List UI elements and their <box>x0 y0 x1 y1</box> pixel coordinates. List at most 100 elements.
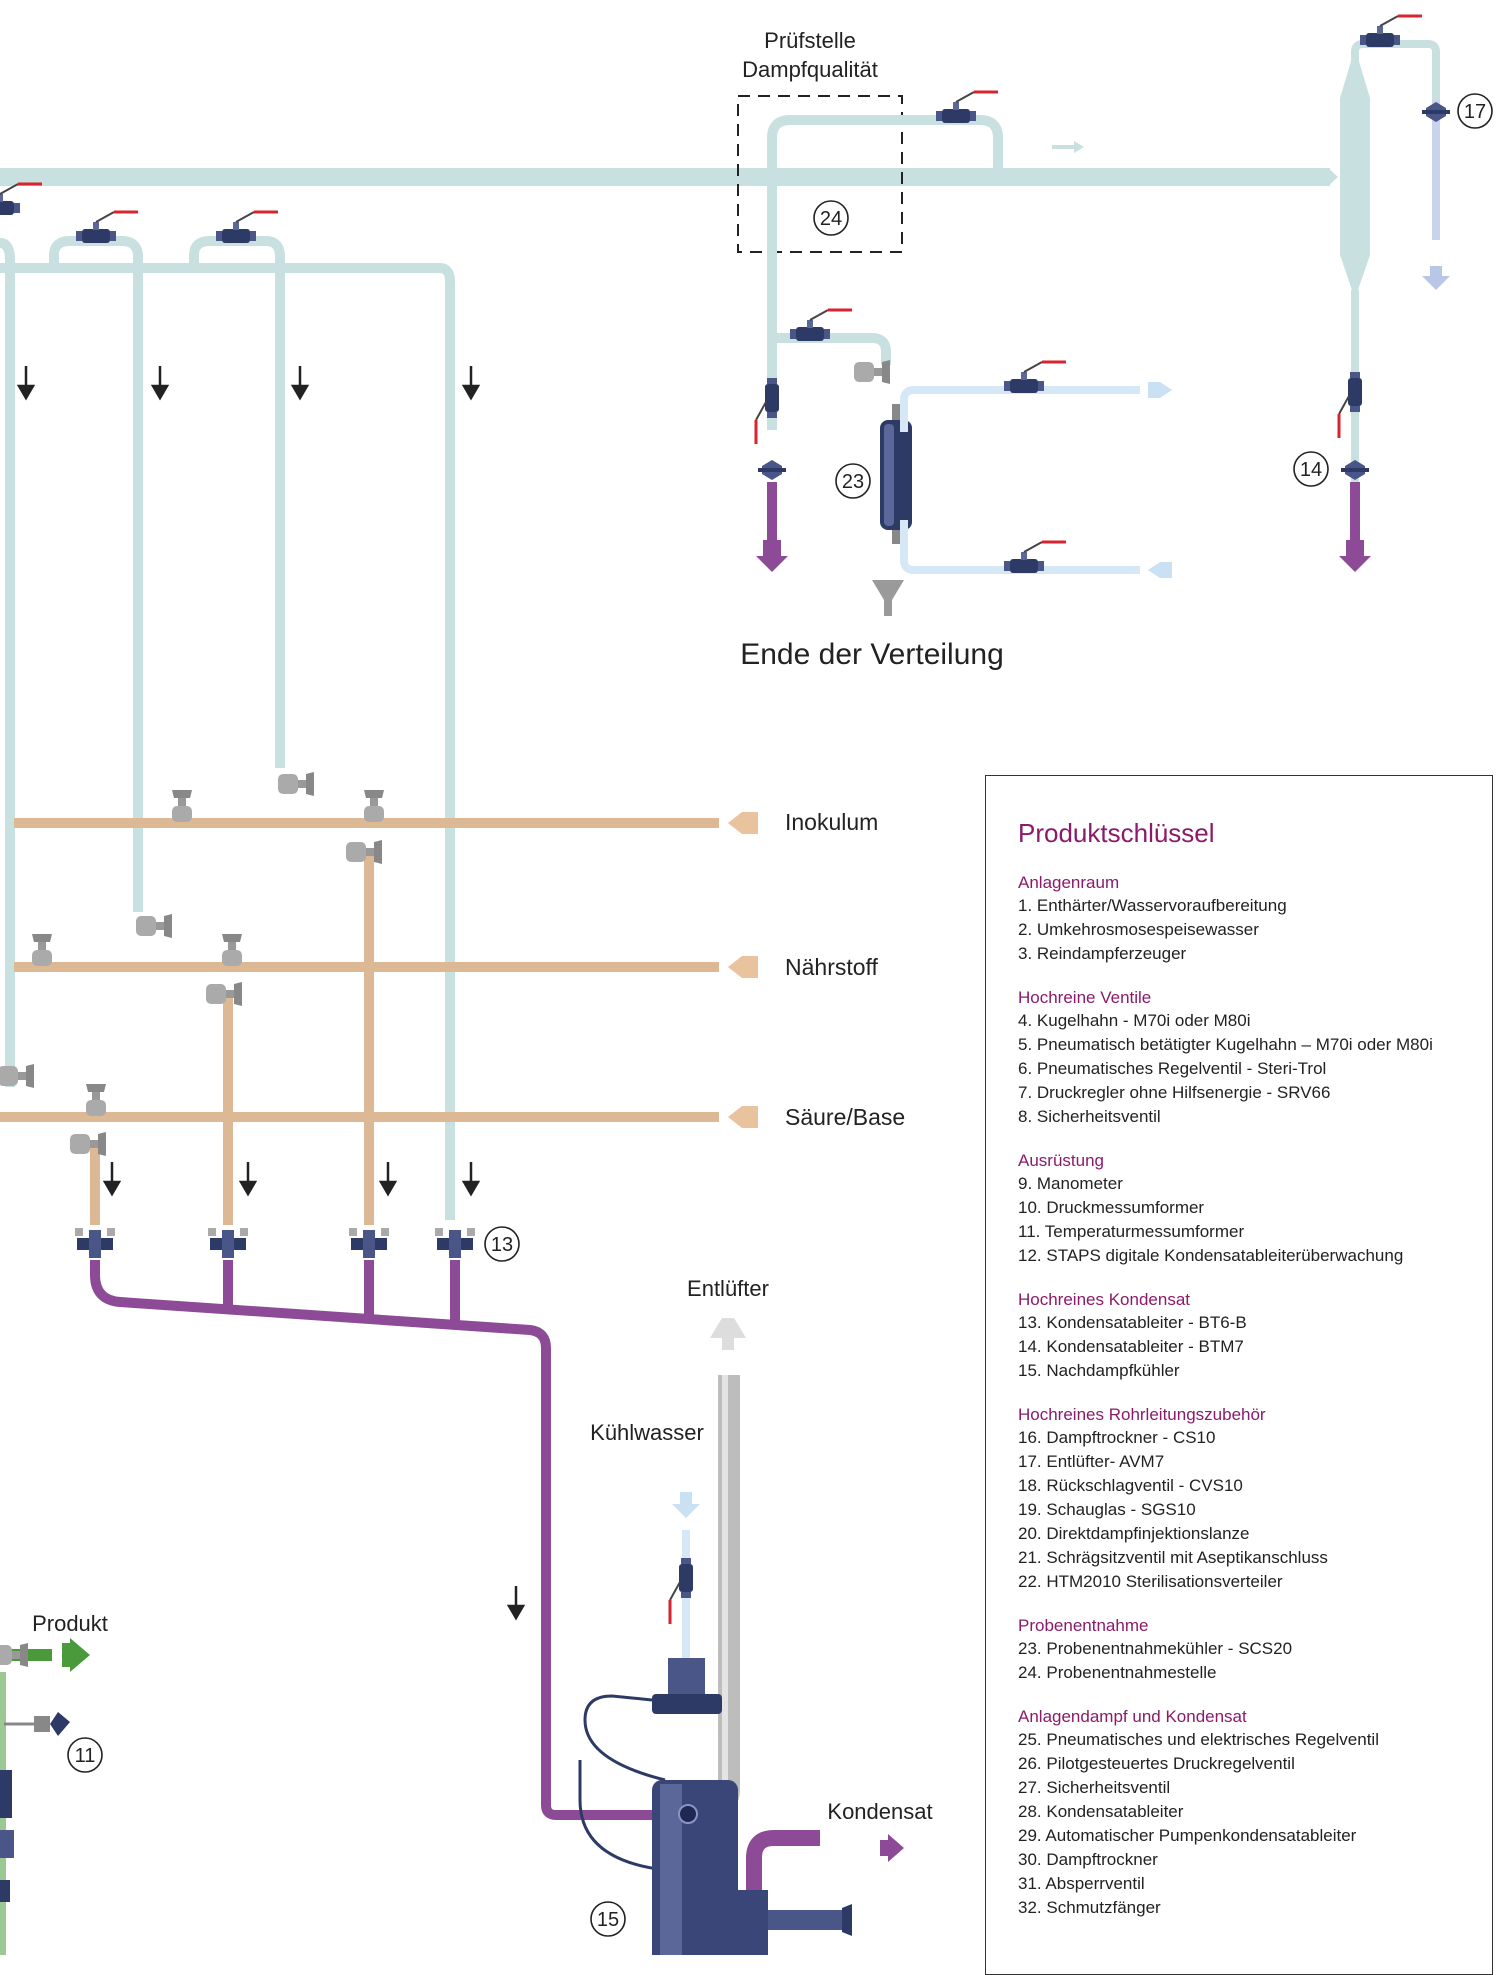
steam-trap-icon[interactable] <box>435 1228 475 1258</box>
vent-arrow-up-icon <box>710 1318 746 1350</box>
key-item: 7. Druckregler ohne Hilfsenergie - SRV66 <box>1018 1083 1331 1102</box>
steam-trap-icon[interactable] <box>75 1228 115 1258</box>
diaphragm-valve-icon[interactable] <box>222 934 242 966</box>
key-section: Anlagenraum 1. Enthärter/Wasservoraufbere… <box>1018 871 1492 966</box>
key-item: 10. Druckmessumformer <box>1018 1198 1205 1217</box>
svg-text:24: 24 <box>820 208 842 230</box>
key-item: 28. Kondensatableiter <box>1018 1802 1184 1821</box>
key-section-heading: Anlagendampf und Kondensat <box>1018 1707 1247 1726</box>
label-vent: Entlüfter <box>687 1276 769 1301</box>
diaphragm-valve-icon[interactable] <box>172 790 192 822</box>
sample-drain-line <box>767 482 777 542</box>
callout-23: 23 <box>835 463 871 499</box>
key-item: 1. Enthärter/Wasservoraufbereitung <box>1018 896 1287 915</box>
vent-stack <box>690 1375 740 1830</box>
key-item: 21. Schrägsitzventil mit Aseptikanschlus… <box>1018 1548 1328 1567</box>
key-section-heading: Anlagenraum <box>1018 873 1120 892</box>
key-item: 31. Absperrventil <box>1018 1874 1145 1893</box>
svg-text:13: 13 <box>491 1234 513 1256</box>
svg-text:11: 11 <box>75 1745 96 1767</box>
key-item: 11. Temperaturmessumformer <box>1018 1222 1245 1241</box>
cooling-water-arrow-down-icon <box>672 1492 700 1518</box>
key-item: 14. Kondensatableiter - BTM7 <box>1018 1337 1244 1356</box>
condensate-outlet <box>738 1830 852 1955</box>
key-item: 15. Nachdampfkühler <box>1018 1361 1180 1380</box>
key-item: 29. Automatischer Pumpenkondensatableite… <box>1018 1826 1357 1845</box>
diaphragm-valve-icon[interactable] <box>0 1643 28 1667</box>
svg-text:15: 15 <box>597 1909 619 1931</box>
label-test-point-line2: Dampfqualität <box>742 57 878 82</box>
svg-text:14: 14 <box>1300 459 1322 481</box>
ball-valve-icon[interactable] <box>0 182 44 217</box>
callout-24: 24 <box>813 200 849 236</box>
diaphragm-valve-icon[interactable] <box>0 1064 34 1088</box>
product-equipment-partial <box>0 1770 14 1902</box>
vent-outlet-line <box>1432 100 1440 240</box>
callout-11: 11 <box>67 1737 103 1773</box>
diaphragm-valve-icon[interactable] <box>854 360 890 384</box>
callout-14: 14 <box>1293 451 1329 487</box>
label-cooling-water: Kühlwasser <box>590 1420 704 1445</box>
diaphragm-valve-icon[interactable] <box>206 982 242 1006</box>
key-item: 2. Umkehrosmosespeisewasser <box>1018 920 1259 939</box>
key-item: 27. Sicherheitsventil <box>1018 1778 1171 1797</box>
label-product: Produkt <box>32 1611 108 1636</box>
ball-valve-icon[interactable] <box>754 376 781 446</box>
key-item: 16. Dampftrockner - CS10 <box>1018 1428 1216 1447</box>
sample-cooler <box>880 404 912 544</box>
drain-arrow-down-icon <box>1339 540 1371 572</box>
diaphragm-valve-icon[interactable] <box>86 1084 106 1116</box>
process-lines <box>0 818 719 1225</box>
key-section-heading: Ausrüstung <box>1018 1151 1104 1170</box>
key-item: 3. Reindampferzeuger <box>1018 944 1187 963</box>
cooling-water-in-arrow-icon <box>1148 562 1172 578</box>
label-test-point-line1: Prüfstelle <box>764 28 856 53</box>
key-item: 20. Direktdampfinjektionslanze <box>1018 1524 1250 1543</box>
key-section: Hochreine Ventile 4. Kugelhahn - M70i ode… <box>1018 986 1492 1129</box>
key-item: 18. Rückschlagventil - CVS10 <box>1018 1476 1243 1495</box>
diaphragm-valve-icon[interactable] <box>136 914 172 938</box>
key-item: 9. Manometer <box>1018 1174 1123 1193</box>
cooling-water-inlet-line <box>682 1530 690 1680</box>
check-valve-icon[interactable] <box>758 460 786 480</box>
key-item: 23. Probenentnahmekühler - SCS20 <box>1018 1639 1293 1658</box>
cooling-water-out-arrow-icon <box>1148 382 1172 398</box>
key-item: 30. Dampftrockner <box>1018 1850 1158 1869</box>
label-nutrient: Nährstoff <box>785 954 879 980</box>
key-item: 24. Probenentnahmestelle <box>1018 1663 1217 1682</box>
process-inlet-arrows <box>728 812 758 1128</box>
air-vent-icon[interactable] <box>1422 102 1450 122</box>
product-key-title: Produktschlüssel <box>1018 818 1215 848</box>
callout-17: 17 <box>1457 93 1493 129</box>
key-item: 4. Kugelhahn - M70i oder M80i <box>1018 1011 1251 1030</box>
key-section-heading: Hochreine Ventile <box>1018 988 1152 1007</box>
diaphragm-valve-icon[interactable] <box>70 1132 106 1156</box>
svg-text:23: 23 <box>842 471 864 493</box>
diaphragm-valve-icon[interactable] <box>278 772 314 796</box>
diaphragm-valve-icon[interactable] <box>364 790 384 822</box>
diaphragm-valve-icon[interactable] <box>32 934 52 966</box>
key-item: 5. Pneumatisch betätigter Kugelhahn – M7… <box>1018 1035 1433 1054</box>
diaphragm-valve-icon[interactable] <box>346 840 382 864</box>
steam-trap-btm7-icon[interactable] <box>1341 460 1369 480</box>
header-end-separator <box>1340 58 1370 290</box>
label-condensate: Kondensat <box>827 1799 932 1824</box>
key-item: 22. HTM2010 Sterilisationsverteiler <box>1018 1572 1283 1591</box>
callout-13: 13 <box>484 1226 520 1262</box>
key-section-heading: Hochreines Kondensat <box>1018 1290 1191 1309</box>
key-item: 25. Pneumatisches und elektrisches Regel… <box>1018 1730 1379 1749</box>
flash-cooler-assembly <box>578 1658 738 1955</box>
steam-trap-icon[interactable] <box>208 1228 248 1258</box>
label-inoculum: Inokulum <box>785 809 878 835</box>
steam-trap-icon[interactable] <box>349 1228 389 1258</box>
key-item: 26. Pilotgesteuertes Druckregelventil <box>1018 1754 1295 1773</box>
temperature-transmitter-icon[interactable] <box>4 1712 70 1736</box>
product-key-sections: Anlagenraum 1. Enthärter/Wasservoraufbere… <box>1018 871 1492 1920</box>
key-item: 6. Pneumatisches Regelventil - Steri-Tro… <box>1018 1059 1327 1078</box>
key-section: Probenentnahme 23. Probenentnahmekühler -… <box>1018 1614 1492 1685</box>
key-section-heading: Probenentnahme <box>1018 1616 1149 1635</box>
key-section: Ausrüstung 9. Manometer 10. Druckmessumfor… <box>1018 1149 1492 1268</box>
